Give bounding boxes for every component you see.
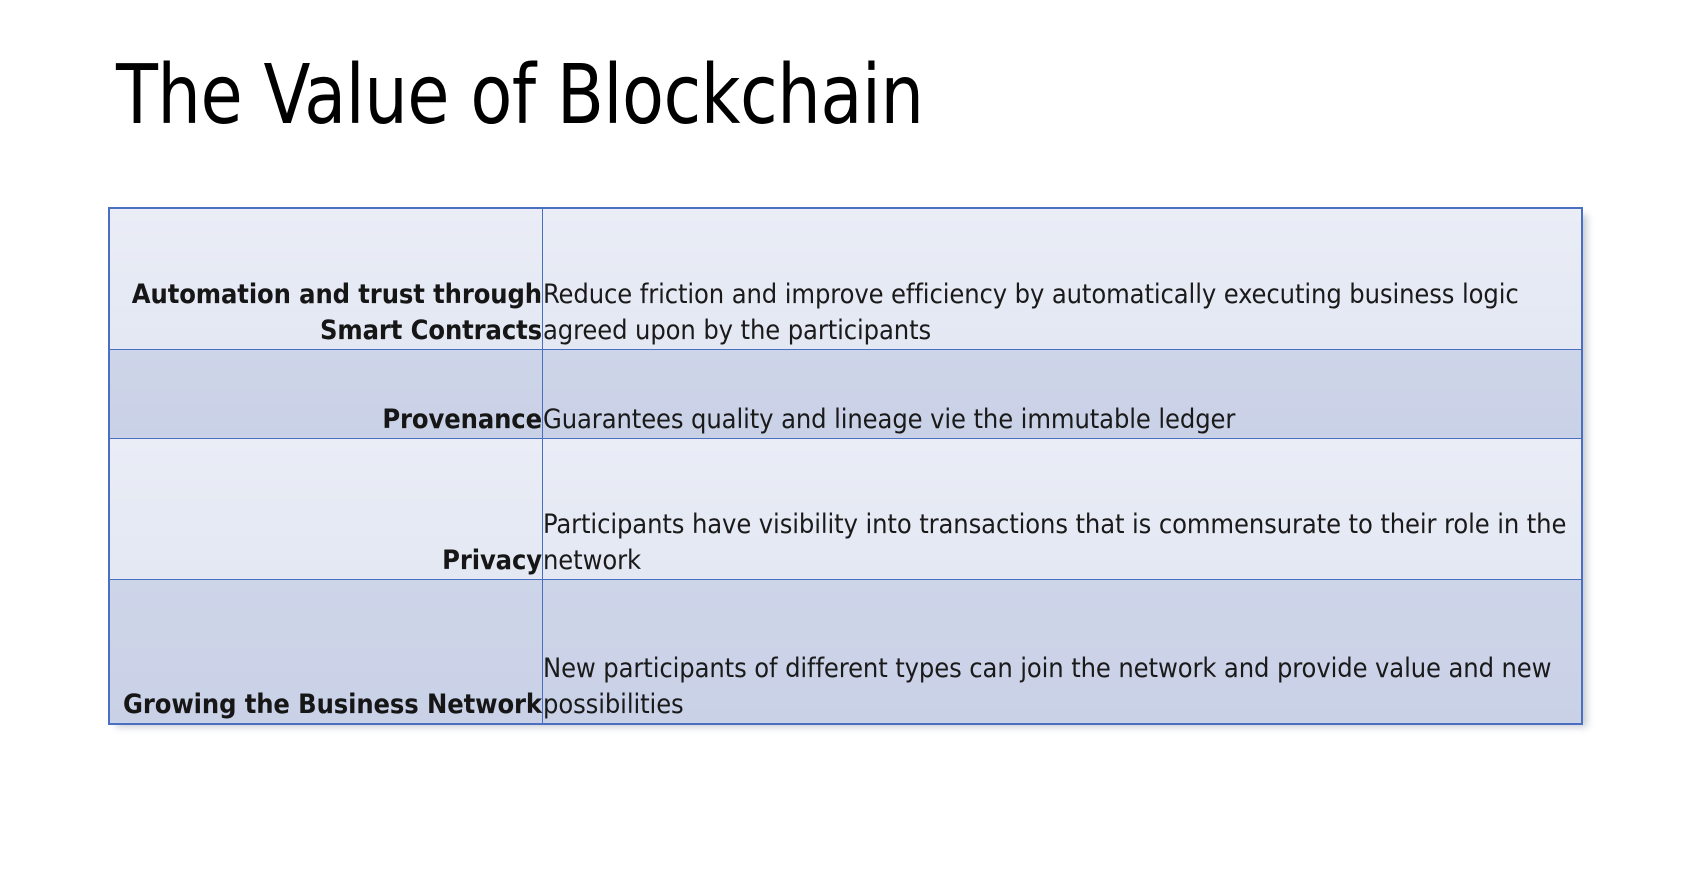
row-description-cell: Guarantees quality and lineage vie the i… xyxy=(542,348,1583,439)
row-description-text: Participants have visibility into transa… xyxy=(543,508,1567,576)
value-table-body: Automation and trust through Smart Contr… xyxy=(108,207,1583,725)
row-label-cell: Provenance xyxy=(108,348,543,439)
row-description-cell: New participants of different types can … xyxy=(542,578,1583,725)
row-description-cell: Reduce friction and improve efficiency b… xyxy=(542,207,1583,350)
row-description-cell: Participants have visibility into transa… xyxy=(542,437,1583,580)
table-row: Growing the Business Network New partici… xyxy=(108,578,1583,725)
value-table: Automation and trust through Smart Contr… xyxy=(108,207,1583,725)
row-description-text: New participants of different types can … xyxy=(543,653,1552,720)
row-label-cell: Growing the Business Network xyxy=(108,578,543,725)
row-label-text: Provenance xyxy=(382,403,542,435)
table-row: Privacy Participants have visibility int… xyxy=(108,437,1583,580)
row-label-cell: Privacy xyxy=(108,437,543,580)
page-title: The Value of Blockchain xyxy=(116,48,924,143)
row-description-text: Guarantees quality and lineage vie the i… xyxy=(543,403,1236,435)
row-label-text: Privacy xyxy=(442,544,542,576)
table-row: Automation and trust through Smart Contr… xyxy=(108,207,1583,350)
row-label-text: Automation and trust through Smart Contr… xyxy=(131,278,542,346)
value-table-container: Automation and trust through Smart Contr… xyxy=(108,207,1583,725)
row-description-text: Reduce friction and improve efficiency b… xyxy=(543,278,1519,346)
row-label-text: Growing the Business Network xyxy=(123,689,542,720)
table-row: Provenance Guarantees quality and lineag… xyxy=(108,348,1583,439)
row-label-cell: Automation and trust through Smart Contr… xyxy=(108,207,543,350)
